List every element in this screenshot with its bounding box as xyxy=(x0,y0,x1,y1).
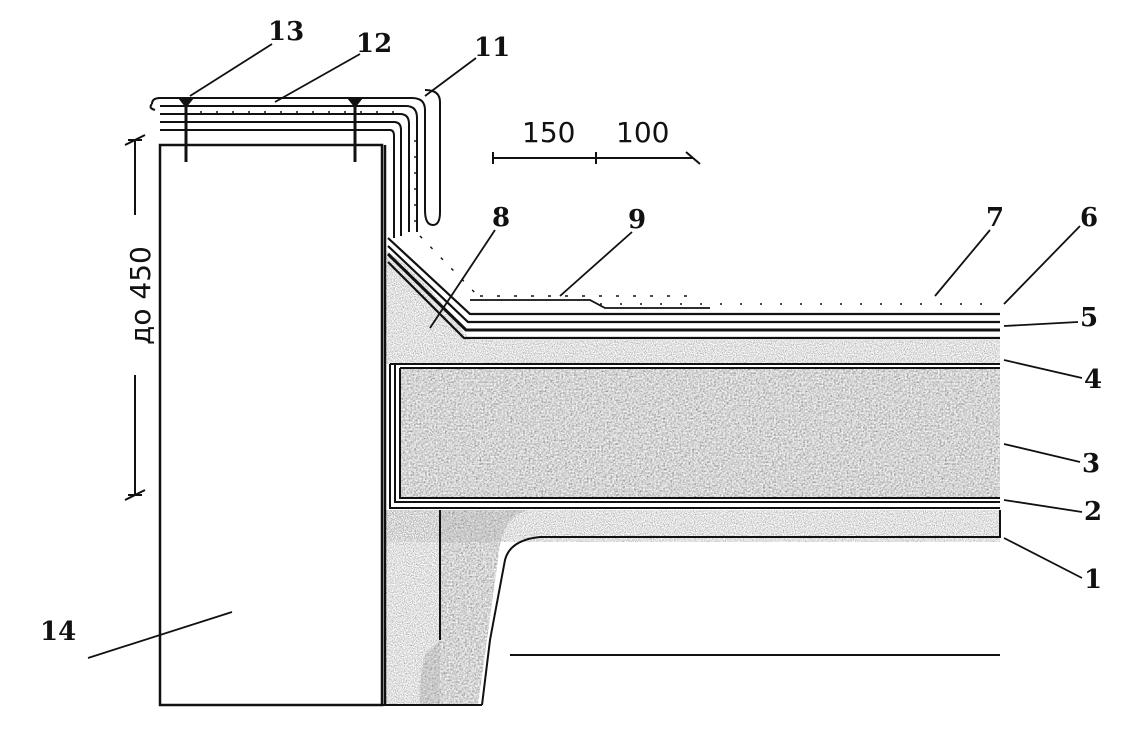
vapour-barrier xyxy=(389,364,1000,509)
label-1: 1 xyxy=(1084,565,1102,595)
fasteners xyxy=(178,98,363,162)
height-dimension: до 450 xyxy=(124,134,157,501)
label-12: 12 xyxy=(356,29,392,59)
horizontal-dimension: 150 100 xyxy=(492,116,701,165)
label-14: 14 xyxy=(40,617,76,647)
label-8: 8 xyxy=(492,203,510,233)
parapet-wall xyxy=(158,143,482,707)
dimension-100: 100 xyxy=(616,116,669,149)
label-4: 4 xyxy=(1084,365,1102,395)
label-7: 7 xyxy=(986,203,1004,233)
parapet-cap-flashing xyxy=(149,89,441,238)
label-5: 5 xyxy=(1080,303,1098,333)
insulation-layer xyxy=(399,367,1000,499)
screed-layer xyxy=(385,250,1000,365)
label-13: 13 xyxy=(268,17,304,47)
roofing-membranes xyxy=(386,235,1000,340)
slab-and-rib xyxy=(385,510,1001,706)
leader-lines xyxy=(87,43,1083,659)
label-3: 3 xyxy=(1082,449,1100,479)
height-dimension-text: до 450 xyxy=(124,246,157,345)
label-2: 2 xyxy=(1084,497,1102,527)
dimension-150: 150 xyxy=(522,116,575,149)
position-labels: 13 12 11 8 9 7 6 5 4 3 2 1 14 xyxy=(40,17,1102,647)
label-11: 11 xyxy=(474,33,510,63)
label-9: 9 xyxy=(628,205,646,235)
label-6: 6 xyxy=(1080,203,1098,233)
